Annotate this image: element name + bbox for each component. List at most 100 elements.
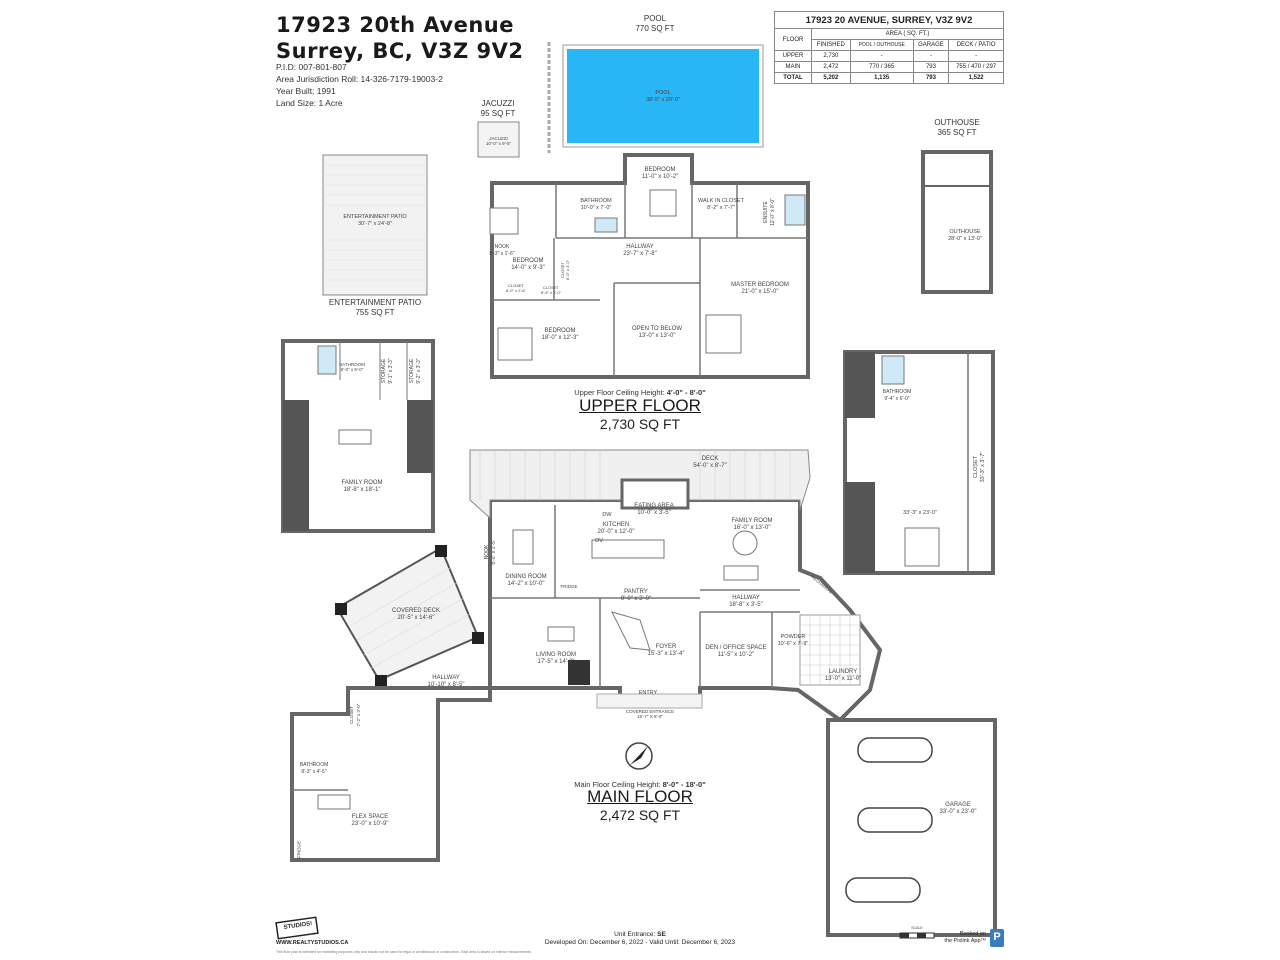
room-name: PANTRY — [624, 589, 648, 595]
main-family-label: FAMILY ROOM 16'-0" x 13'-0" — [722, 518, 782, 532]
guest-left-dark-wall-2 — [407, 400, 433, 473]
room-dim: 10'-6" x 7'-9" — [777, 641, 809, 647]
room-name: CLOSET — [349, 706, 354, 725]
room-name: BATHROOM — [882, 389, 912, 395]
room-dim: 11'-5" x 10'-2" — [717, 652, 755, 658]
room-dim: 11'-0" x 10'-2" — [641, 174, 679, 180]
room-name: FAMILY ROOM — [731, 518, 773, 524]
bedroom-left-bed — [489, 207, 519, 235]
main-floor-title: MAIN FLOOR — [587, 787, 693, 806]
pixlink-app-letter: P — [993, 931, 1001, 943]
upper-closet1-label: CLOSET 8'-0" x 2'-6" — [501, 283, 531, 293]
master-bed — [705, 314, 742, 354]
room-dim: 18'-8" x 18'-1" — [343, 487, 381, 493]
guest-left-storage2-label: STORAGE 9'-2" x 3'-3" — [409, 351, 423, 391]
laundry-label: LAUNDRY 13'-0" x 11'-0" — [818, 669, 868, 683]
upper-bedroom-left-label: BEDROOM 14'-0" x 9'-3" — [500, 258, 556, 272]
upper-bedroom-top-label: BEDROOM 11'-0" x 10'-2" — [628, 167, 692, 181]
kitchen-island — [591, 539, 665, 559]
room-dim: 17'-5" x 14'-2" — [537, 659, 575, 665]
upper-ceiling-label: Upper Floor Ceiling Height: — [574, 388, 665, 397]
dishwasher-label: DW — [602, 512, 612, 518]
room-name: FAMILY ROOM — [341, 480, 383, 486]
upper-nook-label: NOOK 8'-3" x 1'-6" — [484, 244, 520, 258]
main-bathroom-label: BATHROOM 8'-3" x 4'-5" — [293, 762, 335, 776]
room-name: BATHROOM — [299, 762, 329, 768]
oven-label: OV — [595, 538, 603, 544]
table-cell: 1,135 — [849, 72, 914, 84]
room-dim: 14'-2" x 10'-0" — [507, 581, 545, 587]
guest-right-dark-wall-2 — [845, 482, 875, 573]
room-name: BEDROOM — [644, 167, 676, 173]
eating-area-bay — [620, 478, 690, 510]
upper-bathroom-label: BATHROOM 10'-0" x 7'-0" — [568, 198, 624, 212]
guest-right-bed — [904, 527, 940, 567]
pool-area: 770 SQ FT — [635, 24, 675, 33]
main-ceiling-height: Main Floor Ceiling Height: 8'-0" - 18'-0… — [542, 780, 738, 789]
room-dim: 21'-0" x 15'-0" — [741, 289, 779, 295]
kitchen-label: KITCHEN 20'-0" x 12'-0" — [588, 522, 644, 536]
table-cell: 1,522 — [948, 72, 1004, 84]
room-name: FLEX SPACE — [351, 814, 389, 820]
upper-ceiling-height: Upper Floor Ceiling Height: 4'-0" - 8'-0… — [540, 388, 740, 397]
room-name: BATHROOM — [339, 362, 365, 367]
room-name: FOYER — [655, 644, 677, 650]
land-size-text: Land Size: 1 Acre — [276, 98, 343, 108]
property-details: P.I.D: 007-801-807 Area Jurisdiction Rol… — [276, 61, 443, 109]
entry-label: ENTRY — [638, 690, 658, 696]
patio-inner-label: ENTERTAINMENT PATIO 30'-7" x 24'-8" — [335, 214, 415, 228]
room-dim: 23'-7" x 7'-8" — [623, 251, 657, 257]
upper-walkin-label: WALK IN CLOSET 8'-2" x 7'-7" — [697, 198, 745, 212]
living-room-label: LIVING ROOM 17'-5" x 14'-2" — [528, 652, 584, 666]
room-dim: 8'-3" x 1'-6" — [489, 251, 515, 257]
room-name: MASTER BEDROOM — [731, 282, 789, 288]
main-floor-area: 2,472 SQ FT — [599, 807, 681, 823]
room-name: HALLWAY — [432, 675, 460, 681]
room-dim: 8'-0" x 3'-0" — [565, 259, 570, 281]
dining-table — [512, 529, 534, 565]
garage-label: GARAGE 33'-0" x 23'-0" — [931, 802, 985, 816]
room-name: POWDER — [780, 634, 806, 640]
table-row: TOTAL 5,202 1,135 793 1,522 — [774, 72, 1004, 84]
family-room-table — [732, 530, 758, 556]
room-name: STORAGE — [409, 358, 415, 384]
room-dim: 7'-2" x 3'-0" — [356, 703, 361, 727]
guest-right-dark-wall — [845, 352, 875, 418]
main-closet-label: CLOSET 7'-2" x 3'-0" — [348, 696, 362, 734]
patio-name: ENTERTAINMENT PATIO — [328, 298, 422, 307]
living-room-sofa — [547, 626, 575, 642]
room-dim: 9'-1" x 3'-3" — [388, 358, 394, 384]
room-name: COVERED DECK — [391, 608, 440, 614]
outhouse-name: OUTHOUSE — [934, 118, 980, 127]
room-dim: 15'-3" x 13'-4" — [647, 651, 685, 657]
pixlink-booking: Booked on the Pixlink App™ — [942, 931, 986, 945]
unit-entrance: Unit Entrance: SE — [540, 931, 740, 939]
room-dim: 18'-0" x 12'-3" — [541, 335, 579, 341]
guest-right-bathroom-label: BATHROOM 9'-4" x 6'-0" — [876, 389, 918, 403]
main-hallway-e-label: HALLWAY 18'-8" x 3'-5" — [720, 595, 772, 609]
website-link[interactable]: WWW.REALTYSTUDIOS.CA — [276, 940, 349, 946]
jacuzzi-area: 95 SQ FT — [480, 109, 516, 118]
room-dim: 18'-8" x 3'-5" — [729, 602, 763, 608]
room-name: DECK — [701, 456, 719, 462]
covered-deck-hatch — [349, 567, 471, 669]
jacuzzi-name: JACUZZI — [481, 99, 515, 108]
room-name: WALK IN CLOSET — [698, 198, 744, 204]
guest-left-sofa — [338, 429, 372, 445]
pool-inner-name: POOL — [655, 90, 671, 96]
covered-entrance-shape — [596, 693, 703, 709]
outhouse-label: OUTHOUSE 365 SQ FT — [912, 118, 1002, 138]
pixlink-app-icon — [990, 929, 1004, 947]
pool-water — [567, 49, 759, 143]
unit-entrance-label: Unit Entrance: — [614, 931, 656, 938]
main-hallway-w-label: HALLWAY 10'-10" x 8'-5" — [421, 675, 471, 689]
flex-wing-walls — [290, 686, 492, 862]
room-name: EATING AREA — [634, 503, 674, 509]
room-name: KITCHEN — [602, 522, 630, 528]
den-label: DEN / OFFICE SPACE 11'-5" x 10'-2" — [703, 645, 769, 659]
outhouse-inner-dim: 28'-0" x 13'-0" — [948, 236, 982, 242]
studios-logo-icon — [275, 916, 319, 940]
ensuite-tub — [784, 194, 806, 226]
room-name: NOOK — [484, 544, 490, 560]
guest-right-closet-label: CLOSET 33'-3" x 3'-7" — [973, 442, 987, 492]
